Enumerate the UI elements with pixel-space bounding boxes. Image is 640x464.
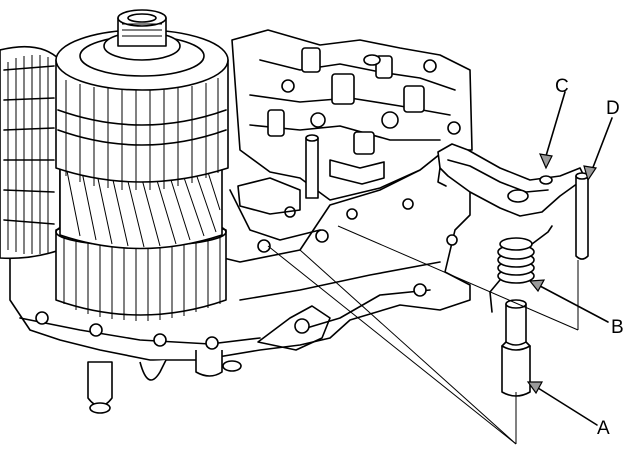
callout-c: C <box>555 76 569 97</box>
part-b-spring <box>489 225 553 313</box>
bolt-holes <box>35 198 458 350</box>
part-d-pin <box>575 172 589 260</box>
valve-body <box>231 29 473 215</box>
callout-b: B <box>611 317 624 338</box>
callout-leaders <box>526 91 613 426</box>
part-c-shift-lever <box>437 143 586 217</box>
guide-line-to-b <box>337 225 579 331</box>
gear-stack <box>0 9 229 321</box>
part-a-shaft <box>501 299 531 397</box>
guide-line-to-a-2 <box>299 249 517 445</box>
callout-d: D <box>606 98 620 119</box>
assembly-guides <box>267 225 579 445</box>
guide-line-to-a <box>267 245 517 445</box>
callout-labels: C D B A <box>555 76 624 439</box>
callout-a: A <box>597 418 610 439</box>
